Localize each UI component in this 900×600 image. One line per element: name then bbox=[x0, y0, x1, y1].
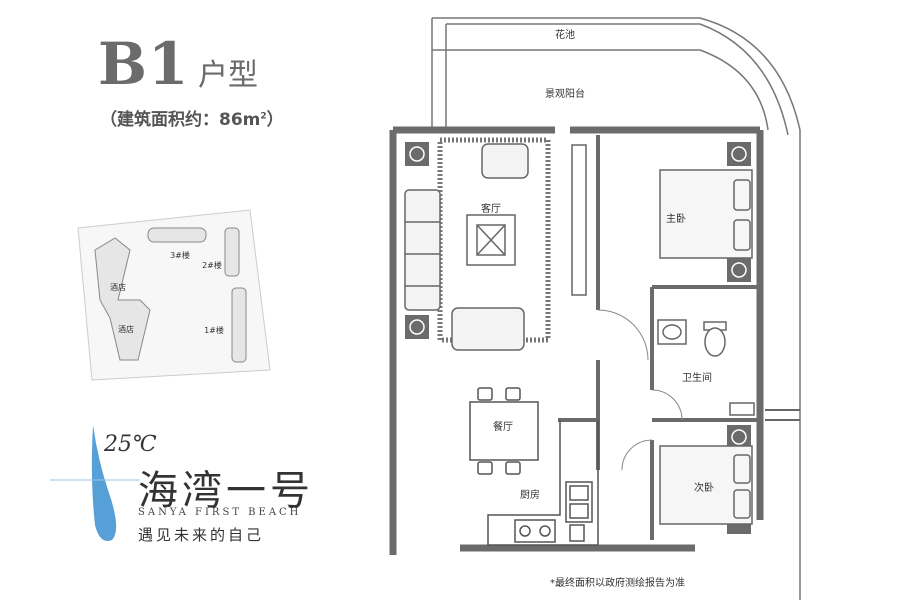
site-map: 酒店 酒店 3#楼 2#楼 1#楼 bbox=[77, 209, 271, 381]
area-disclaimer: *最终面积以政府测绘报告为准 bbox=[550, 578, 685, 589]
flower-bed-label: 花池 bbox=[555, 28, 575, 41]
exterior-facade bbox=[765, 409, 800, 421]
coffee-table bbox=[466, 214, 516, 266]
residential-buildings bbox=[147, 227, 247, 363]
armchair-top bbox=[481, 143, 529, 179]
site-building1-label: 1#楼 bbox=[204, 325, 224, 335]
kitchen-label: 厨房 bbox=[520, 488, 540, 501]
site-hotel-b-label: 酒店 bbox=[118, 324, 134, 334]
area-text: （建筑面积约：86m bbox=[100, 110, 261, 130]
column-markers bbox=[405, 142, 751, 534]
area-close: ） bbox=[266, 110, 284, 130]
hotel-buildings bbox=[94, 237, 151, 361]
brand-temperature: 25℃ bbox=[104, 432, 157, 457]
balcony-label: 景观阳台 bbox=[545, 87, 585, 100]
brand-slogan: 遇见未来的自己 bbox=[138, 526, 265, 544]
tv-cabinet bbox=[571, 144, 587, 296]
kitchen-counter bbox=[487, 420, 599, 546]
living-room-label: 客厅 bbox=[481, 202, 501, 215]
site-building2-label: 2#楼 bbox=[202, 260, 222, 270]
brand-name: 海湾一号 bbox=[138, 468, 314, 514]
bathroom-fixtures bbox=[657, 319, 755, 416]
area-superscript: 2 bbox=[260, 111, 267, 122]
balcony-outline bbox=[431, 17, 801, 600]
building-area-label: （建筑面积约：86m2） bbox=[100, 105, 284, 130]
unit-type-code: B1 bbox=[98, 30, 190, 98]
sofa-bottom bbox=[451, 307, 525, 351]
site-building3-label: 3#楼 bbox=[170, 250, 190, 260]
interior-walls bbox=[558, 135, 760, 540]
sofa-left bbox=[404, 189, 441, 311]
bathroom-label: 卫生间 bbox=[682, 371, 712, 384]
brand-english-name: SANYA FIRST BEACH bbox=[138, 507, 302, 518]
dining-room-label: 餐厅 bbox=[493, 420, 513, 433]
brand-drop-icon bbox=[50, 425, 140, 541]
master-bedroom-label: 主卧 bbox=[666, 212, 686, 225]
master-bed bbox=[659, 169, 753, 259]
exterior-walls bbox=[389, 126, 764, 555]
unit-type-suffix: 户型 bbox=[198, 58, 258, 93]
column-rings bbox=[409, 146, 747, 445]
second-bed bbox=[659, 445, 753, 525]
door-swings bbox=[597, 309, 683, 471]
dining-set bbox=[469, 387, 539, 475]
site-hotel-a-label: 酒店 bbox=[110, 282, 126, 292]
second-bedroom-label: 次卧 bbox=[694, 481, 714, 494]
